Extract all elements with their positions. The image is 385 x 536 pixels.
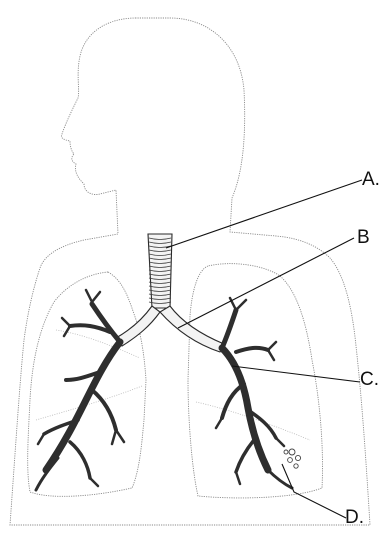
leader-line-a	[166, 180, 362, 248]
leader-line-b	[178, 238, 354, 328]
left-lung-outline	[188, 264, 323, 498]
body-silhouette	[10, 18, 370, 525]
label-a: A.	[362, 170, 380, 189]
label-b: B	[357, 228, 370, 247]
label-d: D.	[345, 508, 364, 527]
label-c: C.	[360, 370, 379, 389]
left-main-bronchus	[160, 306, 224, 352]
bronchial-tree	[36, 290, 292, 490]
alveoli-cluster	[284, 449, 301, 468]
leader-line-c	[232, 366, 360, 382]
